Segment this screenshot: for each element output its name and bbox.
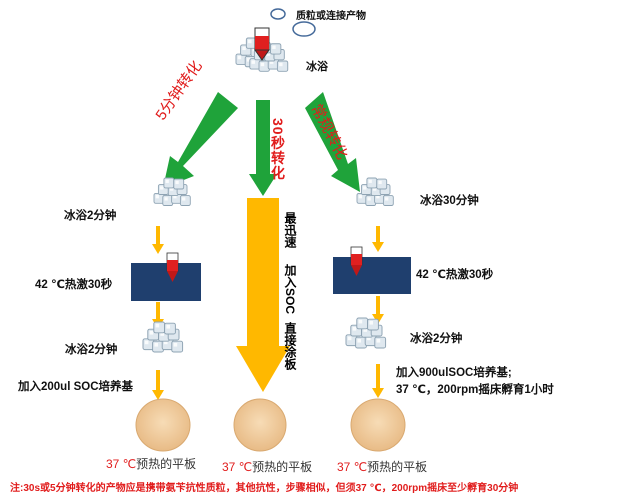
middle-text-1: 最迅速 <box>283 212 297 248</box>
plasmid-label: 质粒或连接产物 <box>296 11 366 22</box>
left-plate-icon <box>135 398 191 452</box>
right-step4-line1: 加入900ulSOC培养基; <box>396 367 512 379</box>
left-heat-box <box>131 263 201 301</box>
right-ice-2 <box>346 318 386 348</box>
left-orange-arrow-3 <box>152 370 164 400</box>
plasmid-ring-icon <box>292 21 316 37</box>
left-step2-label: 42 ℃热激30秒 <box>35 279 113 291</box>
left-green-arrow <box>163 92 238 188</box>
plate-text: 预热的平板 <box>367 460 428 474</box>
plate-temp: 37 ℃ <box>106 457 137 471</box>
plate-temp: 37 ℃ <box>222 460 253 474</box>
left-heat-tube-icon <box>166 252 179 282</box>
left-step4-label: 加入200ul SOC培养基 <box>18 381 134 393</box>
plate-text: 预热的平板 <box>252 460 313 474</box>
plate-temp: 37 ℃ <box>337 460 368 474</box>
right-step2-label: 42 ℃热激30秒 <box>416 269 494 281</box>
middle-plate-icon <box>233 398 287 452</box>
right-heat-box <box>333 257 411 294</box>
top-tube-icon <box>254 27 270 61</box>
right-green-arrow <box>305 92 360 192</box>
right-plate-icon <box>350 398 406 452</box>
left-orange-arrow-1 <box>152 226 164 254</box>
middle-text-3: 直接涂板 <box>283 322 297 370</box>
left-step1-label: 冰浴2分钟 <box>64 210 117 222</box>
left-ice-2 <box>143 322 183 352</box>
right-ice-1 <box>357 178 393 206</box>
footnote: 注:30s或5分钟转化的产物应是携带氨苄抗性质粒，其他抗性，步骤相似，但须37 … <box>10 483 519 494</box>
top-ice-label: 冰浴 <box>306 61 328 73</box>
right-orange-arrow-2 <box>372 296 384 324</box>
right-step4-line2: 37 ℃，200rpm摇床孵育1小时 <box>396 384 554 396</box>
middle-text-2: 加入SOC <box>283 264 297 315</box>
right-plate-label: 37 ℃预热的平板 <box>337 458 427 475</box>
middle-plate-label: 37 ℃预热的平板 <box>222 458 312 475</box>
right-step1-label: 冰浴30分钟 <box>420 195 479 207</box>
middle-orange-arrow <box>236 198 290 392</box>
left-step3-label: 冰浴2分钟 <box>65 344 118 356</box>
right-step3-label: 冰浴2分钟 <box>410 333 463 345</box>
plate-text: 预热的平板 <box>136 457 197 471</box>
middle-branch-label: 30秒转化 <box>270 118 286 181</box>
plasmid-ring-icon <box>270 8 286 20</box>
middle-green-arrow <box>249 100 277 196</box>
right-heat-tube-icon <box>350 246 363 276</box>
left-ice-1 <box>154 178 190 206</box>
left-plate-label: 37 ℃预热的平板 <box>106 455 196 472</box>
right-orange-arrow-3 <box>372 364 384 398</box>
right-orange-arrow-1 <box>372 226 384 252</box>
